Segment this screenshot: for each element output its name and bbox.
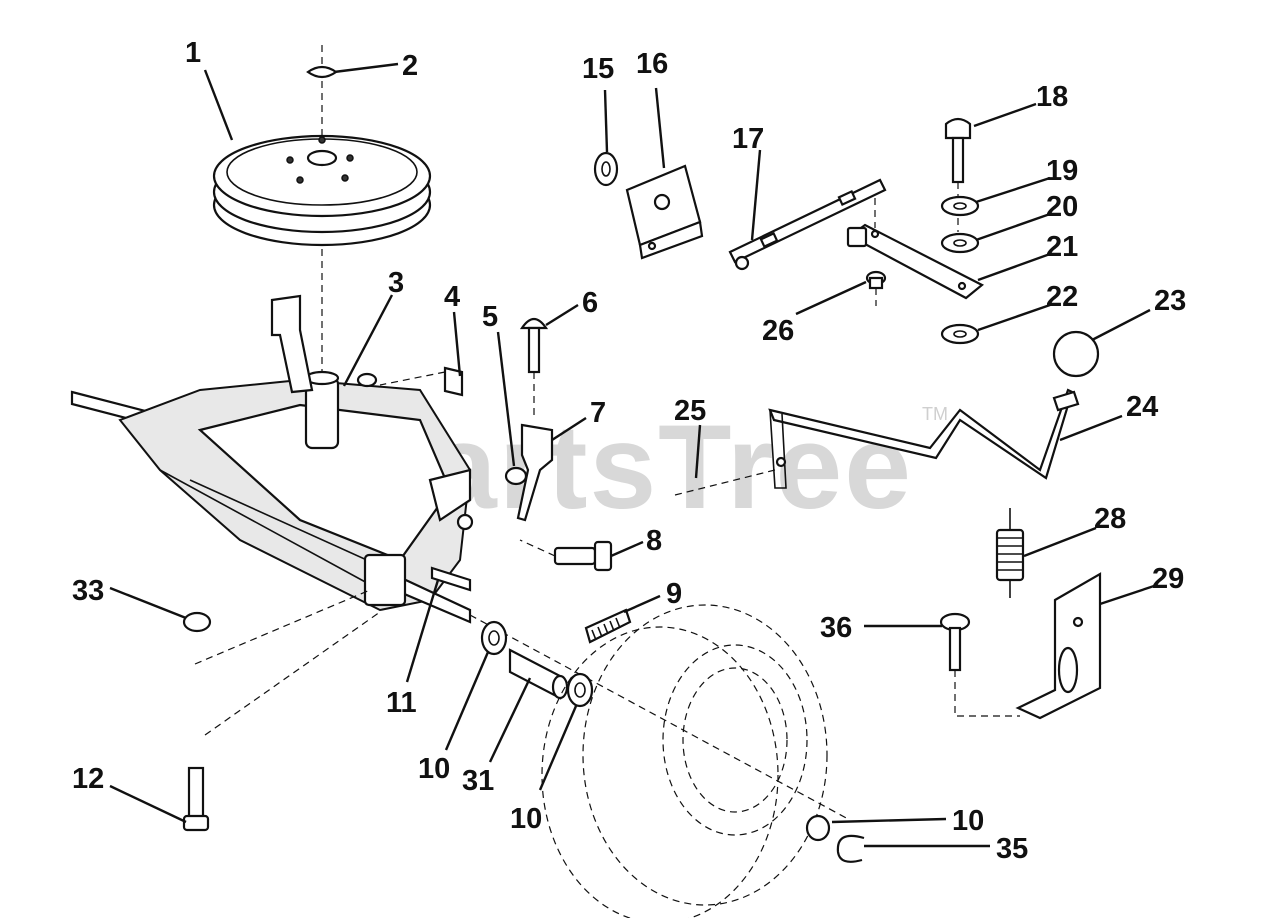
part-10-washer-wheel[interactable] (805, 814, 831, 842)
callout-23: 23 (1154, 285, 1186, 317)
transaxle-housing[interactable] (70, 294, 474, 624)
callout-4: 4 (444, 281, 460, 313)
callout-26: 26 (762, 315, 794, 347)
part-2-key[interactable] (306, 65, 338, 79)
callout-8: 8 (646, 525, 662, 557)
callout-22: 22 (1046, 281, 1078, 313)
part-33-nut[interactable] (182, 611, 212, 633)
part-15-washer[interactable] (593, 151, 619, 187)
part-10-washer-outer[interactable] (566, 672, 594, 708)
wheel-tire[interactable] (541, 604, 828, 918)
part-11-key[interactable] (430, 566, 472, 592)
part-18-bolt[interactable] (944, 117, 972, 232)
callout-10-outer: 10 (510, 803, 542, 835)
part-3-nut[interactable] (356, 372, 378, 388)
callout-29: 29 (1152, 563, 1184, 595)
part-19-washer[interactable] (940, 195, 980, 217)
callout-25: 25 (674, 395, 706, 427)
callout-10-wheel: 10 (952, 805, 984, 837)
callout-9: 9 (666, 578, 682, 610)
part-25-rod[interactable] (674, 469, 776, 496)
part-1-pulley[interactable] (212, 134, 432, 247)
callout-1: 1 (185, 37, 201, 69)
callout-36: 36 (820, 612, 852, 644)
part-16-bracket[interactable] (625, 164, 704, 260)
part-17-rod[interactable] (728, 178, 887, 271)
part-29-bracket[interactable] (1015, 572, 1102, 720)
callout-28: 28 (1094, 503, 1126, 535)
callout-16: 16 (636, 48, 668, 80)
callout-7: 7 (590, 397, 606, 429)
part-31-spacer[interactable] (508, 648, 569, 700)
callout-6: 6 (582, 287, 598, 319)
part-35-e-clip[interactable] (836, 834, 865, 863)
part-4-bracket[interactable] (379, 366, 464, 397)
callout-11: 11 (386, 687, 417, 719)
part-8-bolt[interactable] (519, 539, 613, 572)
part-24-shift-lever[interactable] (768, 388, 1080, 489)
callout-31: 31 (462, 765, 494, 797)
part-26-bushing[interactable] (865, 270, 887, 306)
callout-33: 33 (72, 575, 104, 607)
leader-lines (109, 62, 1155, 848)
part-28-spring[interactable] (995, 508, 1025, 598)
part-12-bolt[interactable] (182, 766, 210, 832)
callout-12: 12 (72, 763, 104, 795)
part-22-washer[interactable] (940, 323, 980, 345)
callout-3: 3 (388, 267, 404, 299)
callout-10-inner: 10 (418, 753, 450, 785)
callout-18: 18 (1036, 81, 1068, 113)
watermark-trademark: TM (922, 404, 948, 424)
part-10-washer-inner[interactable] (480, 620, 508, 656)
callout-5: 5 (482, 301, 498, 333)
part-6-bolt[interactable] (519, 317, 549, 420)
part-36-screw[interactable] (939, 612, 1020, 717)
part-21-lever[interactable] (846, 198, 985, 300)
part-9-spring[interactable] (584, 608, 632, 644)
part-5-nut[interactable] (504, 466, 528, 486)
callout-19: 19 (1046, 155, 1078, 187)
callout-35: 35 (996, 833, 1028, 865)
callout-17: 17 (732, 123, 764, 155)
callout-15: 15 (582, 53, 614, 85)
callout-21: 21 (1046, 231, 1078, 263)
part-20-washer[interactable] (940, 232, 980, 254)
callout-20: 20 (1046, 191, 1078, 223)
callout-2: 2 (402, 50, 418, 82)
part-23-knob[interactable] (1052, 330, 1100, 378)
callout-24: 24 (1126, 391, 1158, 423)
